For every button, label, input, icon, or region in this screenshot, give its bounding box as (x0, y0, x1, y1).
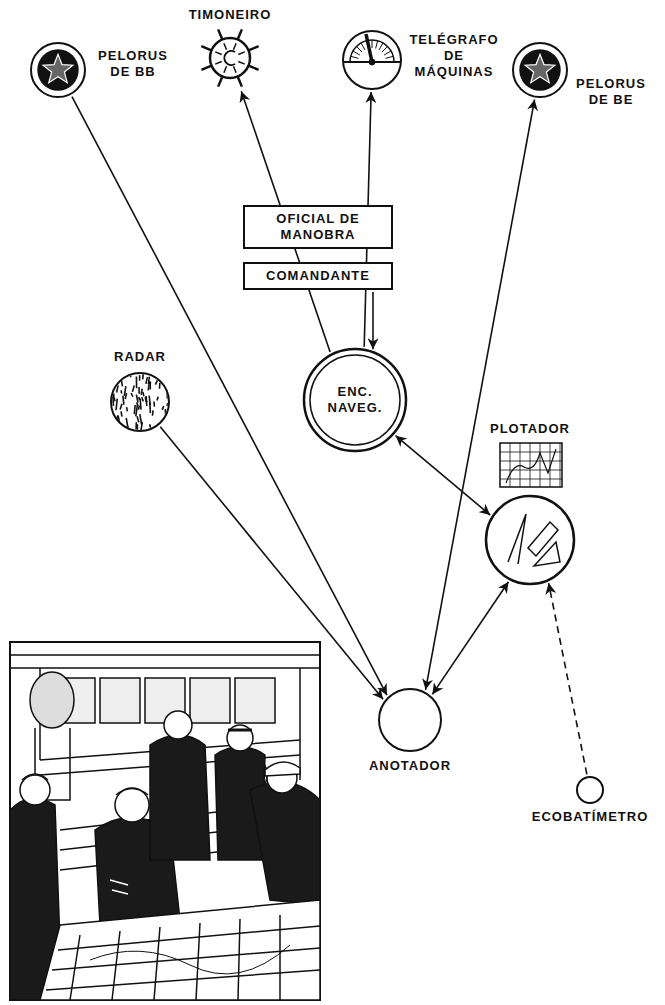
chart-grid-icon (500, 443, 562, 487)
node-label: PLOTADOR (490, 421, 570, 437)
node-label: TELÉGRAFO DE MÁQUINAS (408, 32, 500, 80)
node-label: ECOBATÍMETRO (532, 809, 648, 825)
connector-arrow (426, 100, 535, 690)
node-label: PELORUS DE BB (96, 48, 170, 80)
captain-box: COMANDANTE (243, 262, 393, 290)
plot-icon (485, 495, 575, 585)
star-icon (512, 42, 568, 98)
pelorus-station: PELORUS DE BE (512, 42, 568, 98)
officer-box: OFICIAL DE MANOBRA (243, 205, 393, 249)
node-label: PELORUS DE BE (574, 76, 648, 108)
node-label: OFICIAL DE MANOBRA (251, 211, 385, 243)
node-label: ENC. NAVEG. (322, 384, 388, 416)
plotter-station: PLOTADOR (485, 495, 575, 585)
plain-icon (378, 688, 442, 752)
engine-telegraph: TELÉGRAFO DE MÁQUINAS (342, 30, 402, 90)
node-label: COMANDANTE (251, 268, 385, 284)
plain-icon (576, 776, 604, 804)
radar-icon (110, 372, 170, 432)
connector-arrow (160, 427, 383, 700)
node-label: RADAR (114, 349, 166, 365)
wheel-icon (197, 25, 263, 91)
pelorus-station: PELORUS DE BB (30, 42, 86, 98)
recorder-circle: ANOTADOR (378, 688, 442, 752)
node-label: TIMONEIRO (189, 7, 272, 23)
node-label: ANOTADOR (369, 758, 451, 774)
radar-station: RADAR (110, 372, 170, 432)
helm-station: TIMONEIRO (197, 25, 263, 91)
echo-sounder-circle: ECOBATÍMETRO (576, 776, 604, 804)
connector-arrow (396, 436, 491, 515)
telegraph-icon (342, 30, 402, 90)
star-icon (30, 42, 86, 98)
connector-arrow (549, 583, 587, 774)
connector-arrow (372, 292, 374, 349)
navigator-circle: ENC. NAVEG. (303, 348, 407, 452)
connector-arrow (432, 582, 508, 695)
